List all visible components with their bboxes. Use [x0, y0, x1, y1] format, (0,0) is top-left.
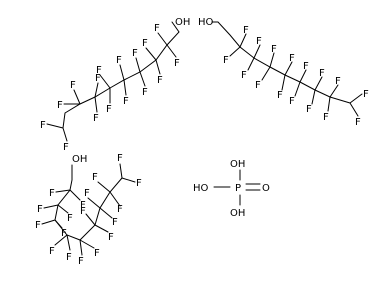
m2-fluorine-15: F: [363, 89, 369, 100]
m2-fluorine-13: F: [323, 112, 329, 123]
m3-fluorine-18: F: [136, 178, 142, 189]
m3-fluorine-1: F: [49, 188, 55, 199]
pa-hydroxyl-top: OH: [230, 159, 245, 170]
m1-fluorine-7: F: [96, 65, 102, 76]
m3-fluorine-5: F: [35, 220, 41, 231]
m2-fluorine-16: F: [355, 117, 361, 128]
m3-hydroxyl-label: OH: [72, 154, 87, 165]
m2-fluorine-2: F: [243, 25, 249, 36]
pa-hydroxyl-left: HO: [193, 183, 209, 194]
m2-fluorine-11: F: [306, 104, 312, 115]
m3-fluorine-10: F: [94, 248, 100, 259]
m3-fluorine-11: F: [108, 232, 114, 243]
m1-fluorine-14: F: [157, 75, 163, 86]
m2-fluorine-7: F: [277, 90, 283, 101]
m3-fluorine-6: F: [61, 228, 67, 239]
molecule-1: OH F F F F F F F F F F F F F F F F: [40, 17, 190, 153]
m2-fluorine-9: F: [289, 96, 295, 107]
m1-fluorine-16: F: [174, 58, 180, 69]
m1-fluorine-5: F: [95, 73, 101, 84]
m1-fluorine-2: F: [63, 142, 69, 153]
m3-fluorine-4: F: [67, 213, 73, 224]
m2-fluorine-6: F: [271, 44, 277, 55]
m3-fluorine-15: F: [117, 204, 123, 215]
m3-fluorine-13: F: [112, 217, 118, 228]
m1-fluorine-11: F: [132, 48, 138, 59]
molecule-2: HO F F F F F F F F F F F F F F F F: [198, 17, 369, 128]
m1-fluorine-1: F: [40, 120, 46, 131]
m1-hydroxyl-label: OH: [175, 17, 190, 28]
m2-fluorine-5: F: [255, 80, 261, 91]
m2-fluorine-14: F: [335, 76, 341, 87]
phosphoric-acid: OH HO P O OH: [193, 159, 270, 219]
m1-cf-bonds: [46, 32, 177, 142]
m3-fluorine-12: F: [80, 206, 86, 217]
m3-fluorine-16: F: [92, 172, 98, 183]
m1-fluorine-8: F: [106, 104, 112, 115]
m3-cf-bonds: [41, 163, 136, 256]
m3-fluorine-8: F: [66, 252, 72, 263]
pa-oxo: O: [262, 183, 270, 194]
m2-fluorine-12: F: [319, 68, 325, 79]
m2-fluorine-4: F: [256, 36, 262, 47]
m2-hydroxyl-label: HO: [198, 17, 214, 28]
m3-fluorine-17: F: [117, 153, 123, 164]
m3-fluorine-7: F: [49, 246, 55, 257]
m3-fluorine-9: F: [78, 256, 84, 267]
m1-fluorine-12: F: [142, 87, 148, 98]
m3-fluorine-14: F: [84, 188, 90, 199]
pa-bonds: [213, 169, 261, 206]
m1-fluorine-15: F: [154, 23, 160, 34]
molecule-3: OH F F F F F F F F F F F F F F F F F F: [35, 153, 142, 267]
m1-fluorine-3: F: [57, 100, 63, 111]
m1-fluorine-6: F: [93, 113, 99, 124]
m2-fluorine-10: F: [303, 61, 309, 72]
m2-cf-bonds: [229, 33, 363, 117]
m3-fluorine-2: F: [80, 200, 86, 211]
m1-fluorine-9: F: [116, 55, 122, 66]
pa-phosphorus: P: [235, 183, 241, 194]
m3-fluorine-3: F: [37, 204, 43, 215]
m2-fluorine-1: F: [223, 55, 229, 66]
m1-fluorine-10: F: [123, 96, 129, 107]
pa-hydroxyl-bottom: OH: [230, 208, 245, 219]
m2-fluorine-8: F: [289, 53, 295, 64]
m1-fluorine-4: F: [70, 80, 76, 91]
m1-fluorine-13: F: [142, 38, 148, 49]
m2-fluorine-3: F: [241, 70, 247, 81]
